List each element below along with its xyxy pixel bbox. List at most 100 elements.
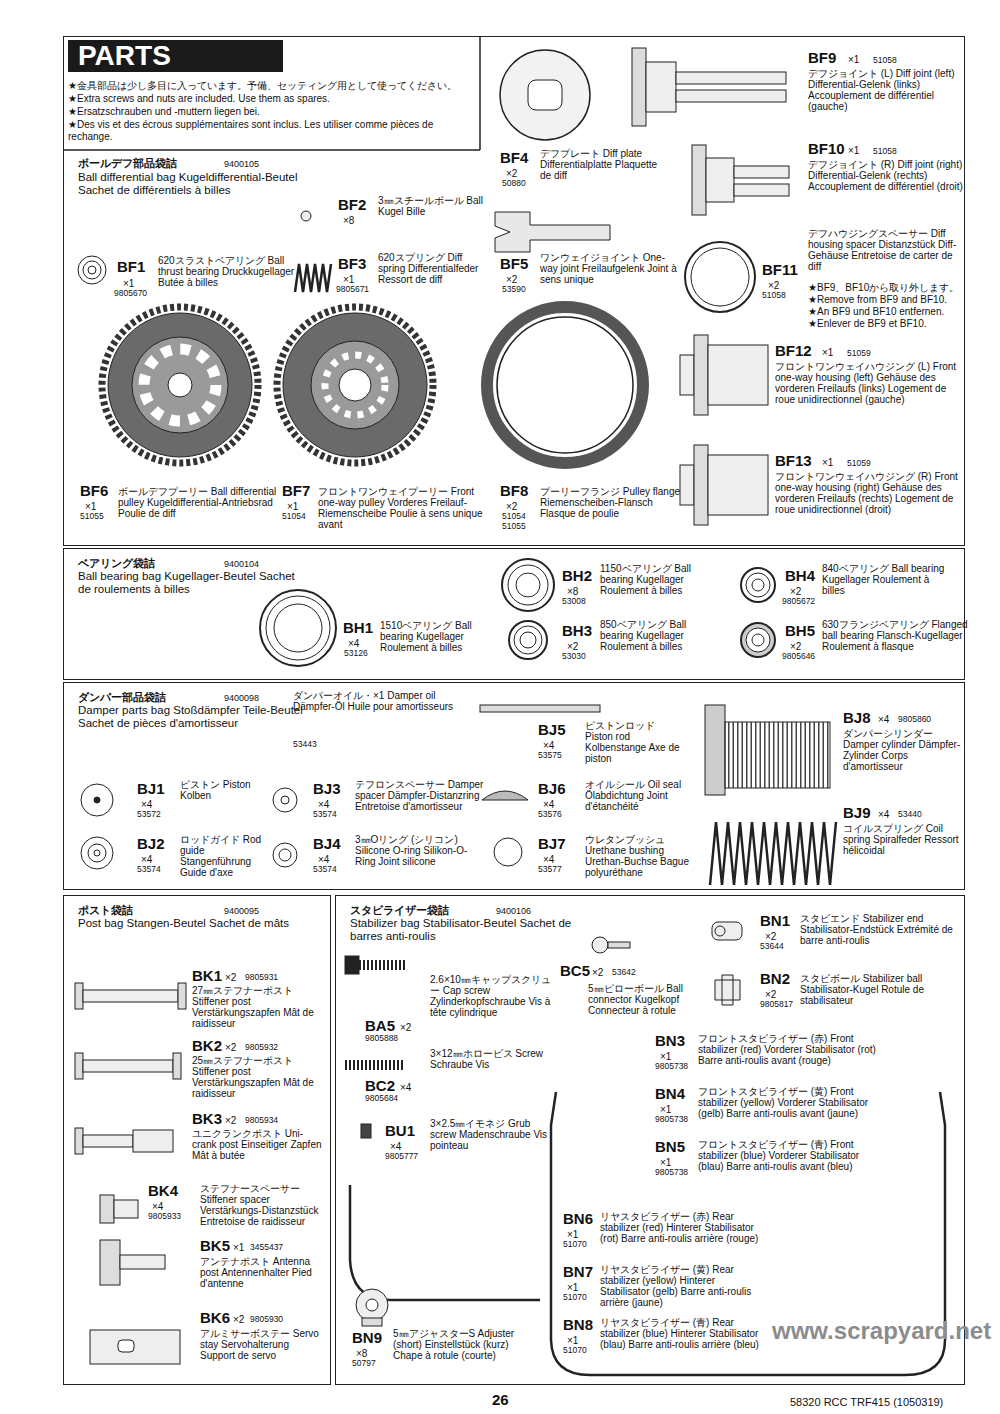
part-number: 9805671 <box>336 285 369 294</box>
part-number: 51058 <box>873 147 897 156</box>
part-code: BF5 <box>500 256 528 273</box>
quantity: ×2 <box>567 641 578 652</box>
part-name: 27㎜ステフナーポスト Stiffener post Verstärkungsz… <box>192 985 322 1029</box>
quantity: ×1 <box>848 54 859 65</box>
bag-heading: スタビライザー袋詰 <box>350 904 510 917</box>
part-number: 9805888 <box>365 1034 398 1043</box>
part-number: 53590 <box>502 285 526 294</box>
part-code: BK4 <box>148 1183 178 1200</box>
quantity: ×1 <box>822 347 833 358</box>
part-code: BH4 <box>785 568 815 585</box>
quantity: ×4 <box>348 638 359 649</box>
part-number: 53030 <box>562 652 586 661</box>
footer-code: 58320 RCC TRF415 (1050319) <box>790 1396 943 1408</box>
quantity: ×8 <box>356 1348 367 1359</box>
part-name: 25㎜ステフナーポスト Stiffener post Verstärkungsz… <box>192 1055 322 1099</box>
part-name: ボールデフプーリー Ball differential pulley Kugel… <box>118 486 278 519</box>
bag-heading: Stabilizer bag Stabilisator-Beutel Sache… <box>350 917 580 943</box>
quantity: ×1 <box>287 501 298 512</box>
part-number: 51054 <box>282 512 306 521</box>
quantity: ×4 <box>390 1141 401 1152</box>
bag-heading: ボールデフ部品袋詰 <box>78 157 238 170</box>
part-number: 53440 <box>898 810 922 819</box>
part-name: 1510ベアリング Ball bearing Kugellager Roulem… <box>380 620 500 653</box>
quantity: ×2 <box>506 168 517 179</box>
quantity: ×4 <box>318 799 329 810</box>
part-name: ダンパーオイル・×1 Damper oil Dämpfer-Öl Huile p… <box>293 690 463 712</box>
part-name: デフハウジングスペーサー Diff housing spacer Distanz… <box>808 228 968 272</box>
quantity: ×2 <box>765 989 776 1000</box>
quantity: ×8 <box>567 586 578 597</box>
quantity: ×2 <box>225 1115 236 1126</box>
part-number: 9805860 <box>898 715 931 724</box>
part-name: 2.6×10㎜キャップスクリュー Cap screw Zylinderkopfs… <box>430 974 555 1018</box>
quantity: ×2 <box>765 931 776 942</box>
part-number: 53443 <box>293 740 317 749</box>
part-name: 3×12㎜ホロービス Screw Schraube Vis <box>430 1048 550 1070</box>
part-number: 53642 <box>612 968 636 977</box>
quantity: ×1 <box>567 1282 578 1293</box>
part-number: 9805684 <box>365 1094 398 1103</box>
part-number: 9805738 <box>655 1168 688 1177</box>
part-code: BF10 <box>808 141 845 158</box>
part-number: 51070 <box>563 1346 587 1355</box>
part-name: 620スラストベアリング Ball thrust bearing Druckku… <box>158 255 298 288</box>
part-number: 9805934 <box>245 1116 278 1125</box>
part-number: 51059 <box>847 349 871 358</box>
part-code: BN6 <box>563 1211 593 1228</box>
quantity: ×1 <box>85 501 96 512</box>
quantity: ×4 <box>318 854 329 865</box>
quantity: ×4 <box>543 740 554 751</box>
quantity: ×1 <box>660 1051 671 1062</box>
quantity: ×1 <box>822 457 833 468</box>
note: ★Remove from BF9 and BF10. <box>808 294 968 306</box>
part-name: フロントワンウェイハウジング (R) Front one-way housing… <box>775 471 965 515</box>
quantity: ×2 <box>506 501 517 512</box>
quantity: ×8 <box>343 215 354 226</box>
part-code: BN9 <box>352 1330 382 1347</box>
part-number: 53644 <box>760 942 784 951</box>
part-name: フロントスタビライザー (赤) Front stabilizer (red) V… <box>698 1033 878 1066</box>
page-number: 26 <box>492 1392 509 1409</box>
part-number: 51058 <box>873 56 897 65</box>
part-code: BN8 <box>563 1317 593 1334</box>
part-code: BF3 <box>338 256 366 273</box>
part-number: 53574 <box>313 810 337 819</box>
quantity: ×1 <box>343 274 354 285</box>
part-name: ロッドガイド Rod guide Stangenführung Guide d'… <box>180 834 275 878</box>
part-name: 5㎜ピローボール Ball connector Kugelkopf Connec… <box>588 983 708 1016</box>
note: ★Ersatzschrauben und -muttern liegen bei… <box>68 106 468 118</box>
part-code: BN2 <box>760 971 790 988</box>
bag-heading: Ball bearing bag Kugellager-Beutel Sache… <box>78 570 308 596</box>
part-name: デフプレート Diff plate Differentialplatte Pla… <box>540 148 670 181</box>
part-code: BN1 <box>760 913 790 930</box>
watermark: www.scrapyard.net <box>772 1318 991 1344</box>
part-number: 9805930 <box>250 1315 283 1324</box>
part-number: 9805738 <box>655 1115 688 1124</box>
bag-heading: 9400104 <box>224 559 259 569</box>
part-code: BN7 <box>563 1264 593 1281</box>
part-number: 9805646 <box>782 652 815 661</box>
part-number: 9805933 <box>148 1212 181 1221</box>
part-name: 840ベアリング Ball bearing Kugellager Rouleme… <box>822 563 952 596</box>
quantity: ×1 <box>567 1229 578 1240</box>
quantity: ×1 <box>233 1242 244 1253</box>
quantity: ×4 <box>141 854 152 865</box>
part-code: BJ8 <box>843 710 871 727</box>
part-name: アルミサーボステー Servo stay Servohalterung Supp… <box>200 1328 325 1361</box>
quantity: ×1 <box>567 1335 578 1346</box>
part-code: BC5 <box>560 963 590 980</box>
bag-heading: ポスト袋詰 <box>78 904 238 917</box>
part-number: 9805672 <box>782 597 815 606</box>
part-name: フロントスタビライザー (黄) Front stabilizer (yellow… <box>698 1086 878 1119</box>
part-name: デフジョイント (L) Diff joint (left) Differenti… <box>808 68 963 112</box>
quantity: ×2 <box>225 1042 236 1053</box>
part-code: BJ5 <box>538 722 566 739</box>
part-number: 53577 <box>538 865 562 874</box>
quantity: ×2 <box>233 1314 244 1325</box>
part-name: ウレタンブッシュ Urethane bushing Urethan-Buchse… <box>585 834 695 878</box>
quantity: ×4 <box>543 799 554 810</box>
quantity: ×4 <box>141 799 152 810</box>
part-number: 53575 <box>538 751 562 760</box>
